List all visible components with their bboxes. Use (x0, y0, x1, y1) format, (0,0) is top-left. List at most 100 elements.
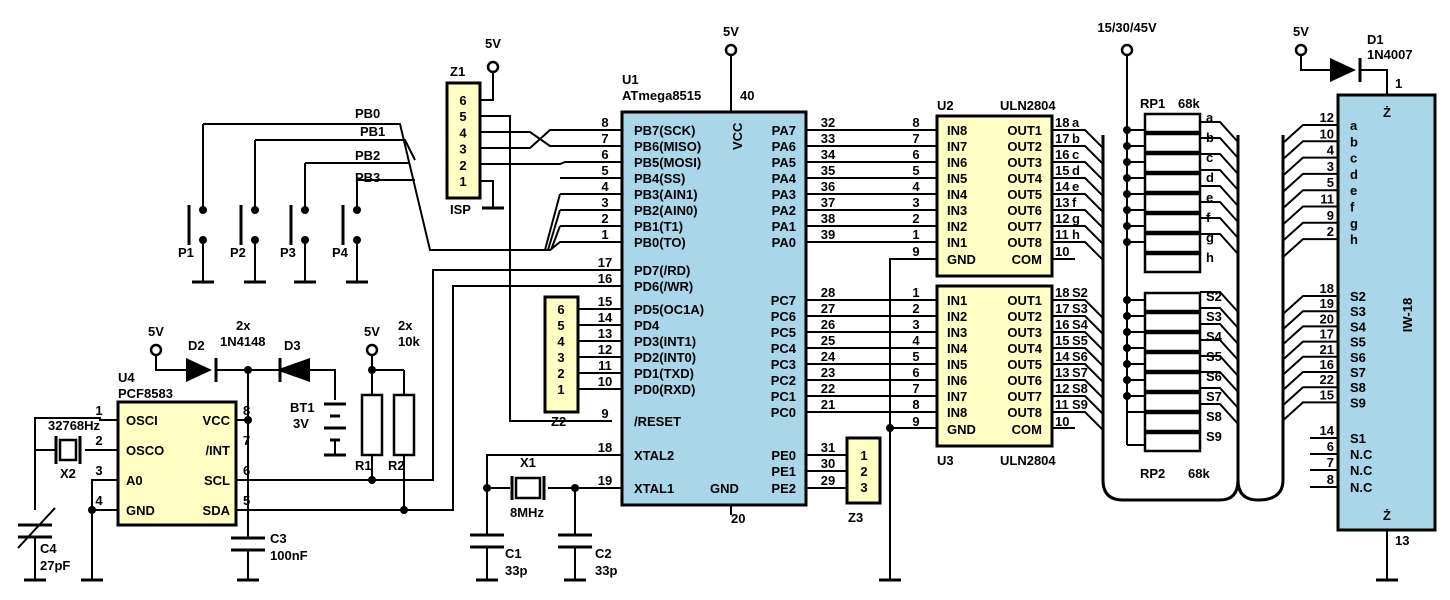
junction-dot (301, 236, 309, 244)
junction-dot (1123, 126, 1131, 134)
u1-pin-number: 17 (598, 255, 612, 270)
net-label: PB0 (355, 106, 380, 121)
u1-pin-name: PC7 (771, 293, 796, 308)
u3-pin-number: 17 (1055, 301, 1069, 316)
rp1-resistor (1143, 252, 1202, 274)
wire (889, 258, 937, 580)
wire (1052, 129, 1104, 149)
u2-uln2804 (935, 114, 1054, 278)
u1-pin-number: 34 (821, 147, 836, 162)
u4-pin-number: 8 (243, 403, 250, 418)
wire (1052, 161, 1104, 181)
c4-value: 27pF (40, 558, 70, 573)
wire (1282, 340, 1338, 361)
u3-pin-name: IN2 (947, 309, 967, 324)
bus-left (1101, 135, 1240, 502)
u3-pin-name: GND (947, 422, 976, 437)
diodes-qty: 2x (236, 318, 251, 333)
u3-pin-name: OUT3 (1007, 325, 1042, 340)
wire (1052, 363, 1104, 383)
display-pin-number: 3 (1327, 159, 1334, 174)
wire (1200, 233, 1239, 255)
u2-pin-number: 12 (1055, 211, 1069, 226)
rp2-resistor (1143, 371, 1202, 393)
supply-terminal-icon (724, 43, 738, 57)
u2-pin-name: IN7 (947, 139, 967, 154)
u4-pin-name: /INT (205, 443, 230, 458)
u1-pin-vcc: 40 (740, 88, 754, 103)
wire (1200, 387, 1239, 409)
u3-pin-number: 10 (1055, 414, 1069, 429)
wire (1282, 221, 1338, 242)
u3-uln2804 (935, 284, 1054, 448)
wire (1282, 386, 1338, 406)
display-pin-number: 5 (1327, 175, 1334, 190)
junction-dot (1123, 158, 1131, 166)
display-seg-label: g (1350, 216, 1358, 231)
u1-pin-number: 18 (598, 440, 612, 455)
rp1-value: 68k (1178, 96, 1200, 111)
rp2-ref: RP2 (1140, 466, 1165, 481)
junction-dot (251, 236, 259, 244)
wire (1282, 325, 1338, 346)
wire (1052, 315, 1104, 335)
c3-ref: C3 (270, 531, 287, 546)
u1-pin-name: PC3 (771, 357, 796, 372)
u3-pin-number: 18 (1055, 285, 1069, 300)
u1-pin-number: 21 (821, 397, 835, 412)
u1-atmega8515 (620, 110, 808, 507)
wire (1282, 295, 1338, 315)
u2-pin-number: 5 (912, 163, 919, 178)
r2-resistor-icon (392, 393, 416, 457)
c2-capacitor-icon (558, 533, 592, 549)
rp1-net-label: d (1206, 170, 1214, 185)
wire (560, 193, 622, 227)
display-pin-number: 21 (1320, 342, 1334, 357)
u1-pin-name: PB3(AIN1) (634, 187, 698, 202)
u2-pin-name: OUT4 (1007, 171, 1042, 186)
rp2-net-label: S2 (1206, 289, 1222, 304)
wire (1282, 401, 1338, 422)
u1-pin-number: 24 (821, 349, 836, 364)
z2-pin-number: 4 (557, 334, 565, 349)
u1-pin-name: PD1(TXD) (634, 366, 694, 381)
u3-pin-number: 2 (912, 301, 919, 316)
u1-pin-name: PA2 (772, 203, 796, 218)
z1-pin-number: 5 (459, 109, 466, 124)
u2-pin-number: 8 (912, 115, 919, 130)
junction-dot (1123, 206, 1131, 214)
u3-pin-number: 13 (1055, 365, 1069, 380)
u1-pin-name: PB6(MISO) (634, 139, 701, 154)
u3-net-label: S5 (1072, 333, 1088, 348)
d2-diode-icon (186, 358, 212, 382)
junction-dot (244, 366, 252, 374)
wire (1200, 217, 1239, 239)
u4-pin-name: SCL (204, 473, 230, 488)
u3-pin-number: 4 (912, 333, 920, 348)
c4-arrow (17, 507, 56, 549)
d3-diode-icon (284, 358, 310, 382)
display-pin-number: 18 (1320, 281, 1334, 296)
u1-pin-number: 29 (821, 473, 835, 488)
z1-label: ISP (450, 202, 471, 217)
u2-pin-number: 10 (1055, 244, 1069, 259)
u3-net-label: S2 (1072, 285, 1088, 300)
wire (1052, 241, 1104, 261)
display-pin-number: 10 (1320, 126, 1334, 141)
u1-pin-number: 22 (821, 381, 835, 396)
rp1-net-label: h (1206, 250, 1214, 265)
u3-net-label: S7 (1072, 365, 1088, 380)
display-grid-label: S6 (1350, 350, 1366, 365)
u2-pin-name: IN5 (947, 171, 967, 186)
net-label: PB1 (360, 124, 385, 139)
wire (1200, 291, 1239, 313)
u2-pin-name: OUT1 (1007, 123, 1042, 138)
rp2-net-label: S7 (1206, 389, 1222, 404)
rp2-net-label: S6 (1206, 369, 1222, 384)
u1-part: ATmega8515 (622, 88, 701, 103)
u1-pin-number: 10 (598, 374, 612, 389)
u1-pin-name: /RESET (634, 414, 681, 429)
u3-pin-number: 5 (912, 349, 919, 364)
u1-pin-name: PA5 (772, 155, 796, 170)
wire (1282, 124, 1338, 144)
